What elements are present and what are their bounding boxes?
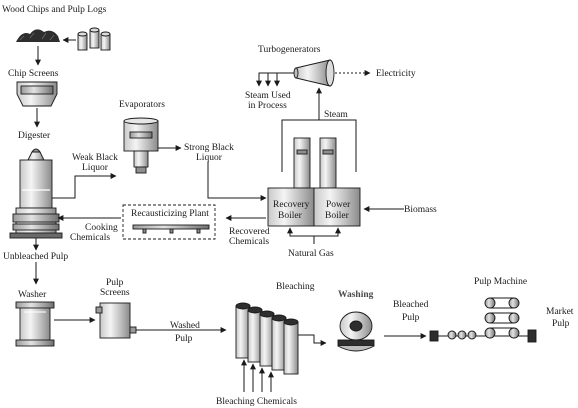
- steam-process-arrow-1: [256, 72, 294, 87]
- turbogenerators-label: Turbogenerators: [258, 45, 321, 55]
- recovery-boiler-label: Recovery: [273, 200, 310, 210]
- washing-label: Washing: [338, 290, 374, 300]
- pulp-screens-label-2: Screens: [100, 288, 130, 298]
- natural-gas-label: Natural Gas: [288, 249, 334, 259]
- steam-used-label: Steam Used: [245, 91, 291, 101]
- bleached-pulp-label-2: Pulp: [402, 313, 420, 323]
- chip-screens-icon: [16, 81, 58, 107]
- market-pulp-label-2: Pulp: [552, 319, 570, 329]
- pulp-screens-label: Pulp: [106, 278, 124, 288]
- chip-screens-label: Chip Screens: [8, 69, 59, 79]
- recausticizing-plant-box: [122, 204, 216, 240]
- pulp-logs-icon: [77, 27, 111, 51]
- bleaching-label: Bleaching: [276, 282, 315, 292]
- power-boiler-label-2: Boiler: [325, 211, 350, 221]
- washed-pulp-label-2: Pulp: [175, 334, 193, 344]
- bleaching-to-washing-arrow: [298, 334, 327, 346]
- weak-black-liquor-label: Weak Black: [72, 153, 118, 163]
- washed-pulp-label: Washed: [170, 321, 200, 331]
- wood-chip-pile-icon: [16, 29, 60, 42]
- digester-label: Digester: [18, 131, 51, 141]
- market-pulp-label: Market: [546, 307, 574, 317]
- washer-label: Washer: [18, 290, 47, 300]
- natural-gas-arrow-1: [287, 227, 315, 244]
- pulp-machine-icon: [429, 297, 537, 343]
- unbleached-pulp-label: Unbleached Pulp: [3, 252, 68, 262]
- strong-black-liquor-label-2: Liquor: [196, 153, 223, 163]
- strong-black-liquor-label: Strong Black: [184, 143, 234, 153]
- bleaching-towers-icon: [235, 302, 299, 375]
- steam-collector-line: [281, 119, 357, 172]
- biomass-label: Biomass: [404, 205, 437, 215]
- natural-gas-arrow-2: [314, 227, 341, 237]
- recovered-chemicals-label: Recovered: [229, 227, 270, 237]
- cooking-chemicals-label: Cooking: [85, 223, 118, 233]
- pulp-screens-icon: [95, 302, 137, 339]
- recovery-boiler-label-2: Boiler: [278, 211, 303, 221]
- electricity-label: Electricity: [376, 69, 416, 79]
- digester-icon: [9, 148, 63, 248]
- recausticizing-plant-label: Recausticizing Plant: [131, 209, 209, 219]
- washer-icon: [15, 301, 55, 347]
- weak-black-liquor-line: [52, 173, 117, 199]
- cooking-chemicals-label-2: Chemicals: [70, 233, 110, 243]
- evaporators-label: Evaporators: [119, 100, 165, 110]
- power-boiler-label: Power: [326, 200, 351, 210]
- steam-label: Steam: [324, 110, 348, 120]
- wood-chips-label: Wood Chips and Pulp Logs: [2, 5, 107, 15]
- bleached-pulp-label: Bleached: [393, 300, 429, 310]
- strong-liquor-to-recovery-arrow: [207, 162, 267, 201]
- recovered-chemicals-label-2: Chemicals: [229, 237, 269, 247]
- power-boiler-icon: [313, 137, 361, 227]
- recausticizing-tanks-icon: [132, 224, 210, 234]
- weak-black-liquor-label-2: Liquor: [82, 163, 109, 173]
- bleaching-chemicals-label: Bleaching Chemicals: [216, 397, 297, 407]
- evaporators-icon: [123, 117, 159, 174]
- pulp-machine-label: Pulp Machine: [474, 277, 527, 287]
- washing-drum-icon: [337, 311, 375, 352]
- steam-used-label-2: in Process: [248, 101, 287, 111]
- turbogenerator-icon: [293, 59, 335, 87]
